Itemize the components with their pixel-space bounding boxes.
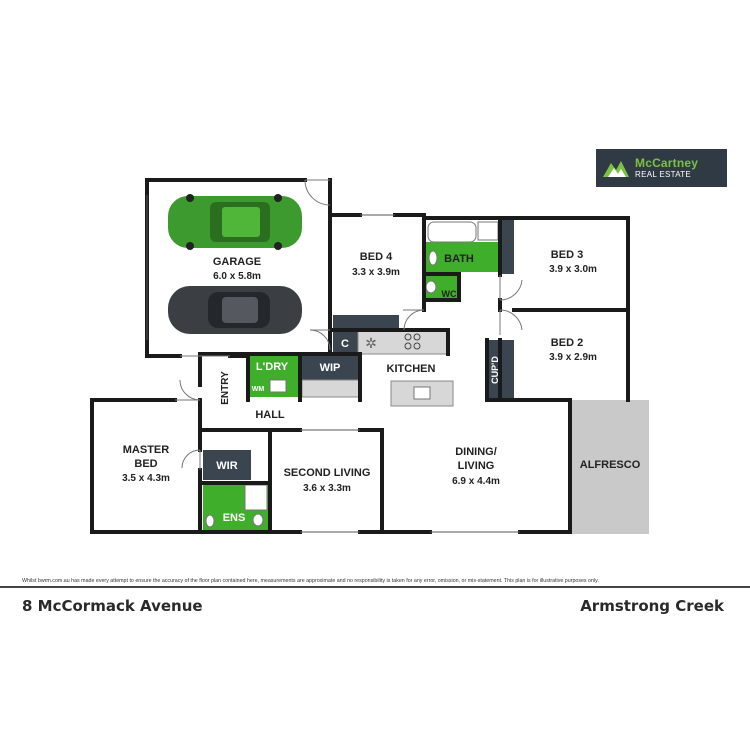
room-dims-second-living: 3.6 x 3.3m	[303, 483, 351, 494]
cooktop-icon	[404, 333, 421, 350]
cupboard-joinery	[487, 340, 501, 400]
bed4-robe	[333, 315, 399, 329]
bed2-robe	[500, 340, 514, 400]
fan-icon: ✲	[365, 335, 377, 351]
dark-car-icon	[168, 286, 302, 334]
room-label-ens: ENS	[223, 512, 246, 524]
sink-icon	[413, 386, 431, 400]
mountain-logo-icon	[603, 161, 629, 177]
toilet-icon	[425, 280, 437, 294]
brand-subtitle: REAL ESTATE	[635, 170, 692, 179]
room-label-wip: WIP	[320, 362, 341, 374]
room-label-kitchen: KITCHEN	[387, 363, 436, 375]
pantry-c	[333, 330, 358, 354]
disclaimer-text: Whilst bwrm.com.au has made every attemp…	[22, 578, 599, 584]
alfresco-area	[570, 400, 649, 534]
room-label-wm: WM	[252, 386, 265, 393]
room-label-wir: WIR	[216, 460, 237, 472]
room-label-entry: ENTRY	[220, 371, 231, 405]
room-label-cupboard: CUP'D	[490, 356, 500, 384]
wip-shelf	[301, 379, 361, 398]
room-label-bath: BATH	[444, 253, 474, 265]
brand-logo: McCartney REAL ESTATE	[596, 149, 727, 187]
room-label-bed3: BED 3	[551, 249, 583, 261]
bed3-robe	[500, 220, 514, 274]
wir-joinery	[203, 450, 251, 480]
green-car-icon	[168, 194, 302, 250]
room-label-bed2: BED 2	[551, 337, 583, 349]
room-label-dining-1: DINING/	[455, 446, 497, 458]
room-label-second-living: SECOND LIVING	[284, 467, 371, 479]
ens-toilet-icon	[252, 513, 264, 527]
windows	[146, 195, 520, 533]
property-suburb: Armstrong Creek	[580, 597, 724, 615]
doors	[175, 179, 523, 470]
room-label-garage: GARAGE	[213, 256, 261, 268]
vanity-icon	[477, 221, 499, 241]
room-label-laundry: L'DRY	[256, 361, 289, 373]
bathtub-icon	[427, 221, 477, 243]
property-address: 8 McCormack Avenue	[22, 597, 203, 615]
room-label-wc: WC	[442, 289, 457, 299]
room-label-dining-2: LIVING	[458, 460, 495, 472]
room-dims-bed3: 3.9 x 3.0m	[549, 264, 597, 275]
room-label-bed4: BED 4	[360, 251, 393, 263]
wip-joinery	[302, 354, 360, 380]
room-dims-bed2: 3.9 x 2.9m	[549, 352, 597, 363]
room-dims-garage: 6.0 x 5.8m	[213, 271, 261, 282]
room-label-alfresco: ALFRESCO	[580, 459, 641, 471]
room-dims-bed4: 3.3 x 3.9m	[352, 267, 400, 278]
room-label-pantry: C	[341, 338, 349, 350]
brand-name: McCartney	[635, 156, 699, 170]
ens-basin-icon	[205, 514, 215, 528]
room-dims-dining: 6.9 x 4.4m	[452, 476, 500, 487]
room-label-master-2: BED	[134, 458, 157, 470]
room-dims-master: 3.5 x 4.3m	[122, 473, 170, 484]
shower-icon	[244, 484, 268, 511]
bath-basin-icon	[428, 250, 438, 266]
laundry-tub-icon	[269, 379, 287, 393]
footer-divider	[0, 586, 750, 588]
kitchen-bench	[357, 329, 449, 355]
room-label-hall: HALL	[255, 409, 285, 421]
room-label-master-1: MASTER	[123, 444, 170, 456]
